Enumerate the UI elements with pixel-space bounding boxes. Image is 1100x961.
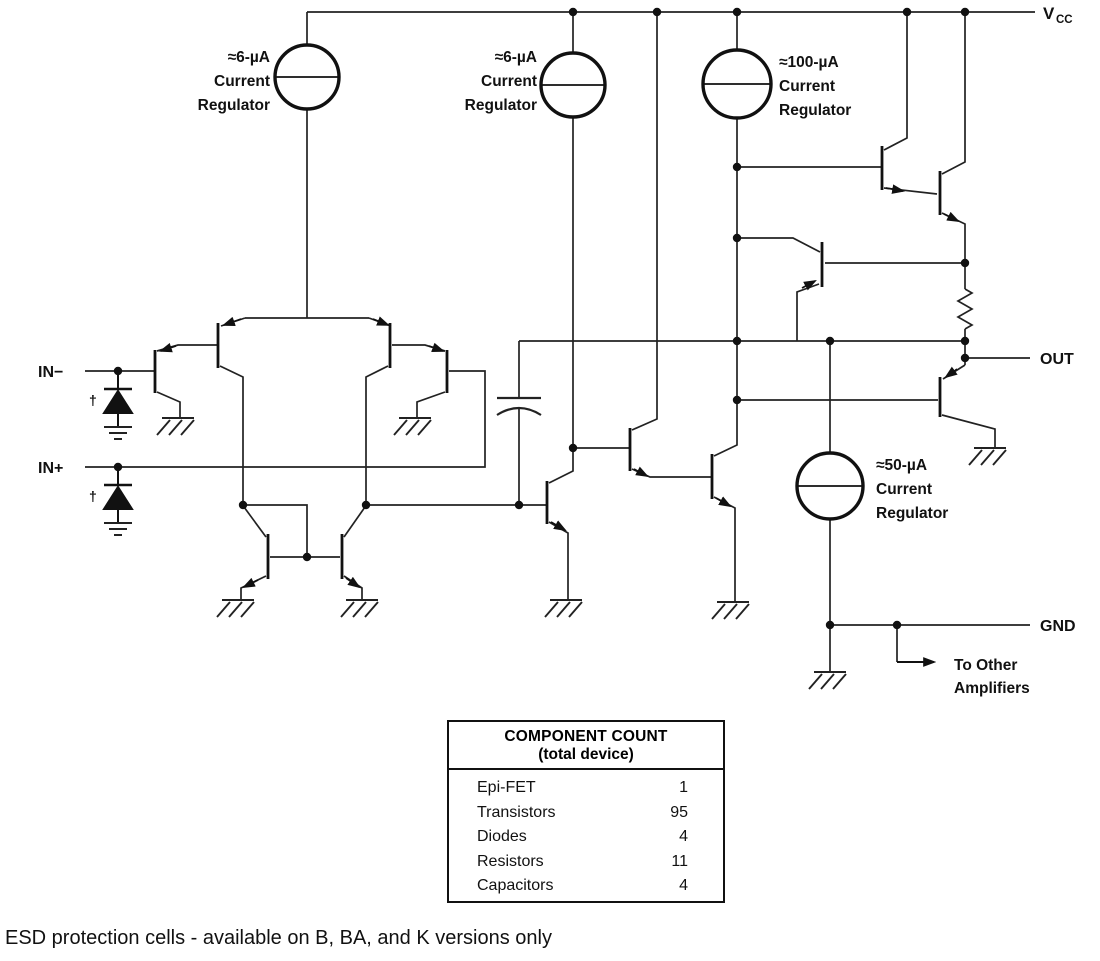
- emitter-arrows: [158, 184, 960, 589]
- chassis-ground: [711, 601, 750, 620]
- to-other-amplifiers-line1: To Other: [954, 657, 1017, 674]
- regulator-3-line2: Current: [779, 78, 835, 95]
- regulator-2-value: ≈6-µA: [495, 49, 537, 66]
- component-count-table: COMPONENT COUNT (total device) Epi-FET 1…: [447, 720, 725, 903]
- chassis-ground: [340, 599, 379, 618]
- esd-diode-in-plus: [102, 467, 134, 523]
- junction-dots: [113, 7, 970, 630]
- chassis-ground: [968, 447, 1007, 466]
- chassis-ground: [393, 417, 432, 436]
- regulator-4-value: ≈50-µA: [876, 457, 927, 474]
- row-label: Transistors: [477, 803, 556, 821]
- row-label: Epi-FET: [477, 779, 536, 796]
- chassis-grounds: [156, 417, 1007, 690]
- row-label: Resistors: [477, 852, 544, 870]
- regulator-1-value: ≈6-µA: [228, 49, 270, 66]
- in-plus-label: IN+: [38, 460, 63, 477]
- transistor-bars: [153, 146, 942, 579]
- chassis-ground: [544, 599, 583, 618]
- component-count-subtitle: (total device): [538, 746, 634, 763]
- earth-ground: [104, 522, 132, 536]
- chassis-ground: [216, 599, 255, 618]
- vcc-label: V: [1043, 4, 1055, 23]
- to-other-amplifiers-line2: Amplifiers: [954, 680, 1030, 697]
- labels: V CC OUT GND IN− IN+ † † ≈6-µA Current R…: [38, 4, 1076, 697]
- regulator-4-line2: Current: [876, 481, 932, 498]
- regulator-2-line2: Current: [481, 73, 537, 90]
- regulator-1-line2: Current: [214, 73, 270, 90]
- table-row: Resistors 11: [477, 850, 688, 875]
- row-label: Capacitors: [477, 877, 554, 895]
- esd-diodes: [102, 371, 134, 523]
- esd-dagger-1: †: [89, 392, 97, 408]
- in-minus-label: IN−: [38, 364, 63, 381]
- out-label: OUT: [1040, 351, 1074, 368]
- row-label: Diodes: [477, 828, 527, 846]
- vcc-label-subscript: CC: [1056, 14, 1073, 26]
- table-row: Capacitors 4: [477, 874, 688, 899]
- gnd-label: GND: [1040, 618, 1076, 635]
- earth-grounds: [104, 426, 132, 536]
- regulator-3-line3: Regulator: [779, 102, 851, 119]
- esd-diode-in-minus: [102, 371, 134, 427]
- row-value: 1: [679, 779, 688, 796]
- esd-dagger-2: †: [89, 488, 97, 504]
- regulator-2-line3: Regulator: [465, 97, 537, 114]
- table-row: Transistors 95: [477, 801, 688, 826]
- earth-ground: [104, 426, 132, 440]
- chassis-ground: [156, 417, 195, 436]
- regulator-3-value: ≈100-µA: [779, 54, 839, 71]
- row-value: 95: [670, 803, 688, 821]
- esd-footnote: ESD protection cells - available on B, B…: [5, 927, 552, 949]
- component-count-rows: Epi-FET 1 Transistors 95 Diodes 4 Resist…: [449, 770, 723, 899]
- output-resistor: [956, 288, 974, 330]
- table-row: Epi-FET 1: [477, 776, 688, 801]
- row-value: 11: [671, 852, 688, 870]
- regulator-4-line3: Regulator: [876, 505, 948, 522]
- component-count-header: COMPONENT COUNT (total device): [449, 722, 723, 770]
- regulator-1-line3: Regulator: [198, 97, 270, 114]
- compensation-capacitor: [496, 396, 542, 416]
- current-regulator-symbols: [273, 43, 865, 521]
- table-row: Diodes 4: [477, 825, 688, 850]
- chassis-ground: [808, 671, 847, 690]
- component-count-title: COMPONENT COUNT: [504, 728, 668, 745]
- row-value: 4: [679, 877, 688, 895]
- row-value: 4: [679, 828, 688, 846]
